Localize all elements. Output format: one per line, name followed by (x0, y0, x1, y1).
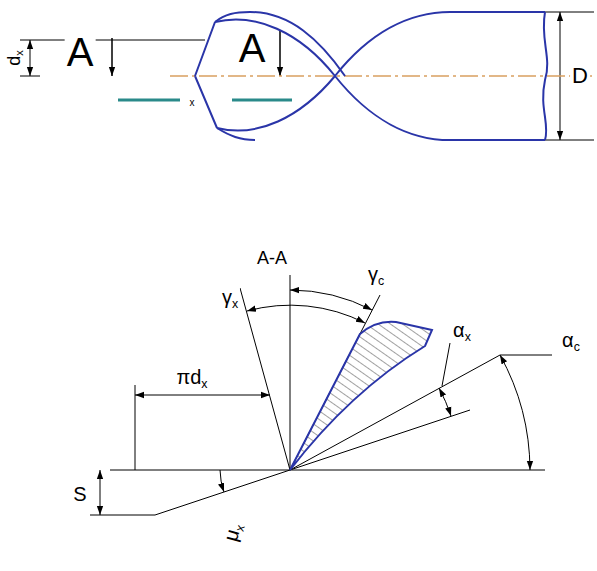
tool-section (290, 322, 432, 470)
label: γx (220, 286, 240, 308)
dimension-line (100, 470, 101, 515)
label: S (71, 483, 88, 505)
label: αc (560, 329, 582, 351)
angle-arc (290, 290, 372, 310)
section-plane (118, 99, 180, 102)
extension-line (135, 385, 136, 470)
angle-arc (247, 305, 365, 323)
extension-line (545, 12, 594, 13)
extension-line (20, 76, 40, 77)
center-line (170, 75, 592, 76)
label: πdx (174, 366, 209, 388)
label: γc (366, 263, 386, 285)
rake-line (240, 288, 290, 470)
label: μx (219, 519, 246, 546)
section-arrow (279, 30, 281, 76)
leader-line (442, 343, 450, 386)
drill-outline (195, 12, 547, 140)
velocity-line (290, 470, 545, 471)
dimension-line (30, 40, 31, 76)
base-line (110, 470, 290, 471)
label: x (188, 97, 197, 109)
label: dx (4, 48, 24, 68)
section-arrow (111, 38, 113, 76)
label: A-A (255, 248, 289, 268)
angle-arc (439, 388, 451, 416)
section-plane (232, 99, 292, 102)
dimension-line (135, 395, 270, 396)
reference-line (290, 275, 291, 470)
label: αx (451, 319, 473, 341)
leader-line (500, 355, 552, 356)
angle-arc (220, 470, 224, 492)
extension-line (545, 140, 594, 141)
label: A (237, 27, 268, 69)
angle-arc (500, 355, 530, 470)
label: A (65, 31, 96, 73)
label: D (570, 64, 590, 88)
